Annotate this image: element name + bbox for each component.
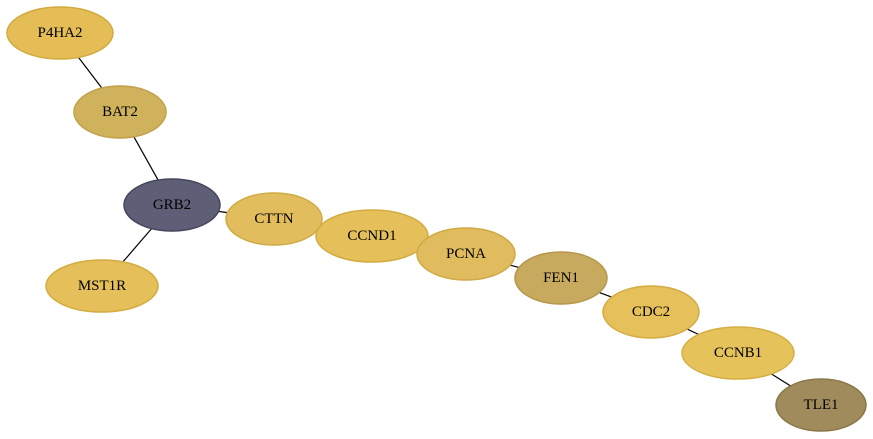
node-shape — [6, 6, 114, 60]
node-fen1[interactable]: FEN1 — [514, 251, 608, 305]
edge-p4ha2-bat2 — [78, 57, 103, 89]
node-shape — [45, 259, 159, 313]
node-label: FEN1 — [543, 270, 579, 286]
node-cttn[interactable]: CTTN — [225, 192, 323, 246]
node-label: CDC2 — [632, 304, 670, 320]
node-cdc2[interactable]: CDC2 — [602, 285, 700, 339]
node-shape — [225, 192, 323, 246]
edge-grb2-cttn — [218, 210, 228, 214]
node-shape — [315, 209, 429, 263]
node-label: P4HA2 — [37, 25, 82, 41]
node-ccnb1[interactable]: CCNB1 — [681, 326, 795, 380]
node-shape — [416, 227, 516, 281]
node-label: TLE1 — [804, 397, 839, 413]
edge-grb2-mst1r — [122, 228, 153, 263]
edge-bat2-grb2 — [133, 136, 159, 181]
edge-cdc2-ccnb1 — [686, 328, 699, 336]
node-label: CCND1 — [347, 228, 396, 244]
node-label: MST1R — [78, 278, 126, 294]
node-bat2[interactable]: BAT2 — [73, 85, 167, 139]
node-label: CCNB1 — [714, 345, 762, 361]
node-shape — [123, 178, 221, 232]
node-grb2[interactable]: GRB2 — [123, 178, 221, 232]
node-tle1[interactable]: TLE1 — [775, 378, 867, 432]
node-shape — [514, 251, 608, 305]
edge-ccnb1-tle1 — [770, 373, 791, 387]
node-label: BAT2 — [102, 104, 138, 120]
node-shape — [73, 85, 167, 139]
node-shape — [775, 378, 867, 432]
node-shape — [681, 326, 795, 380]
node-label: CTTN — [254, 211, 293, 227]
edge-fen1-cdc2 — [598, 291, 612, 298]
node-label: GRB2 — [153, 197, 191, 213]
node-pcna[interactable]: PCNA — [416, 227, 516, 281]
node-shape — [602, 285, 700, 339]
edge-pcna-fen1 — [510, 264, 520, 268]
node-label: PCNA — [446, 246, 486, 262]
node-p4ha2[interactable]: P4HA2 — [6, 6, 114, 60]
node-mst1r[interactable]: MST1R — [45, 259, 159, 313]
node-ccnd1[interactable]: CCND1 — [315, 209, 429, 263]
